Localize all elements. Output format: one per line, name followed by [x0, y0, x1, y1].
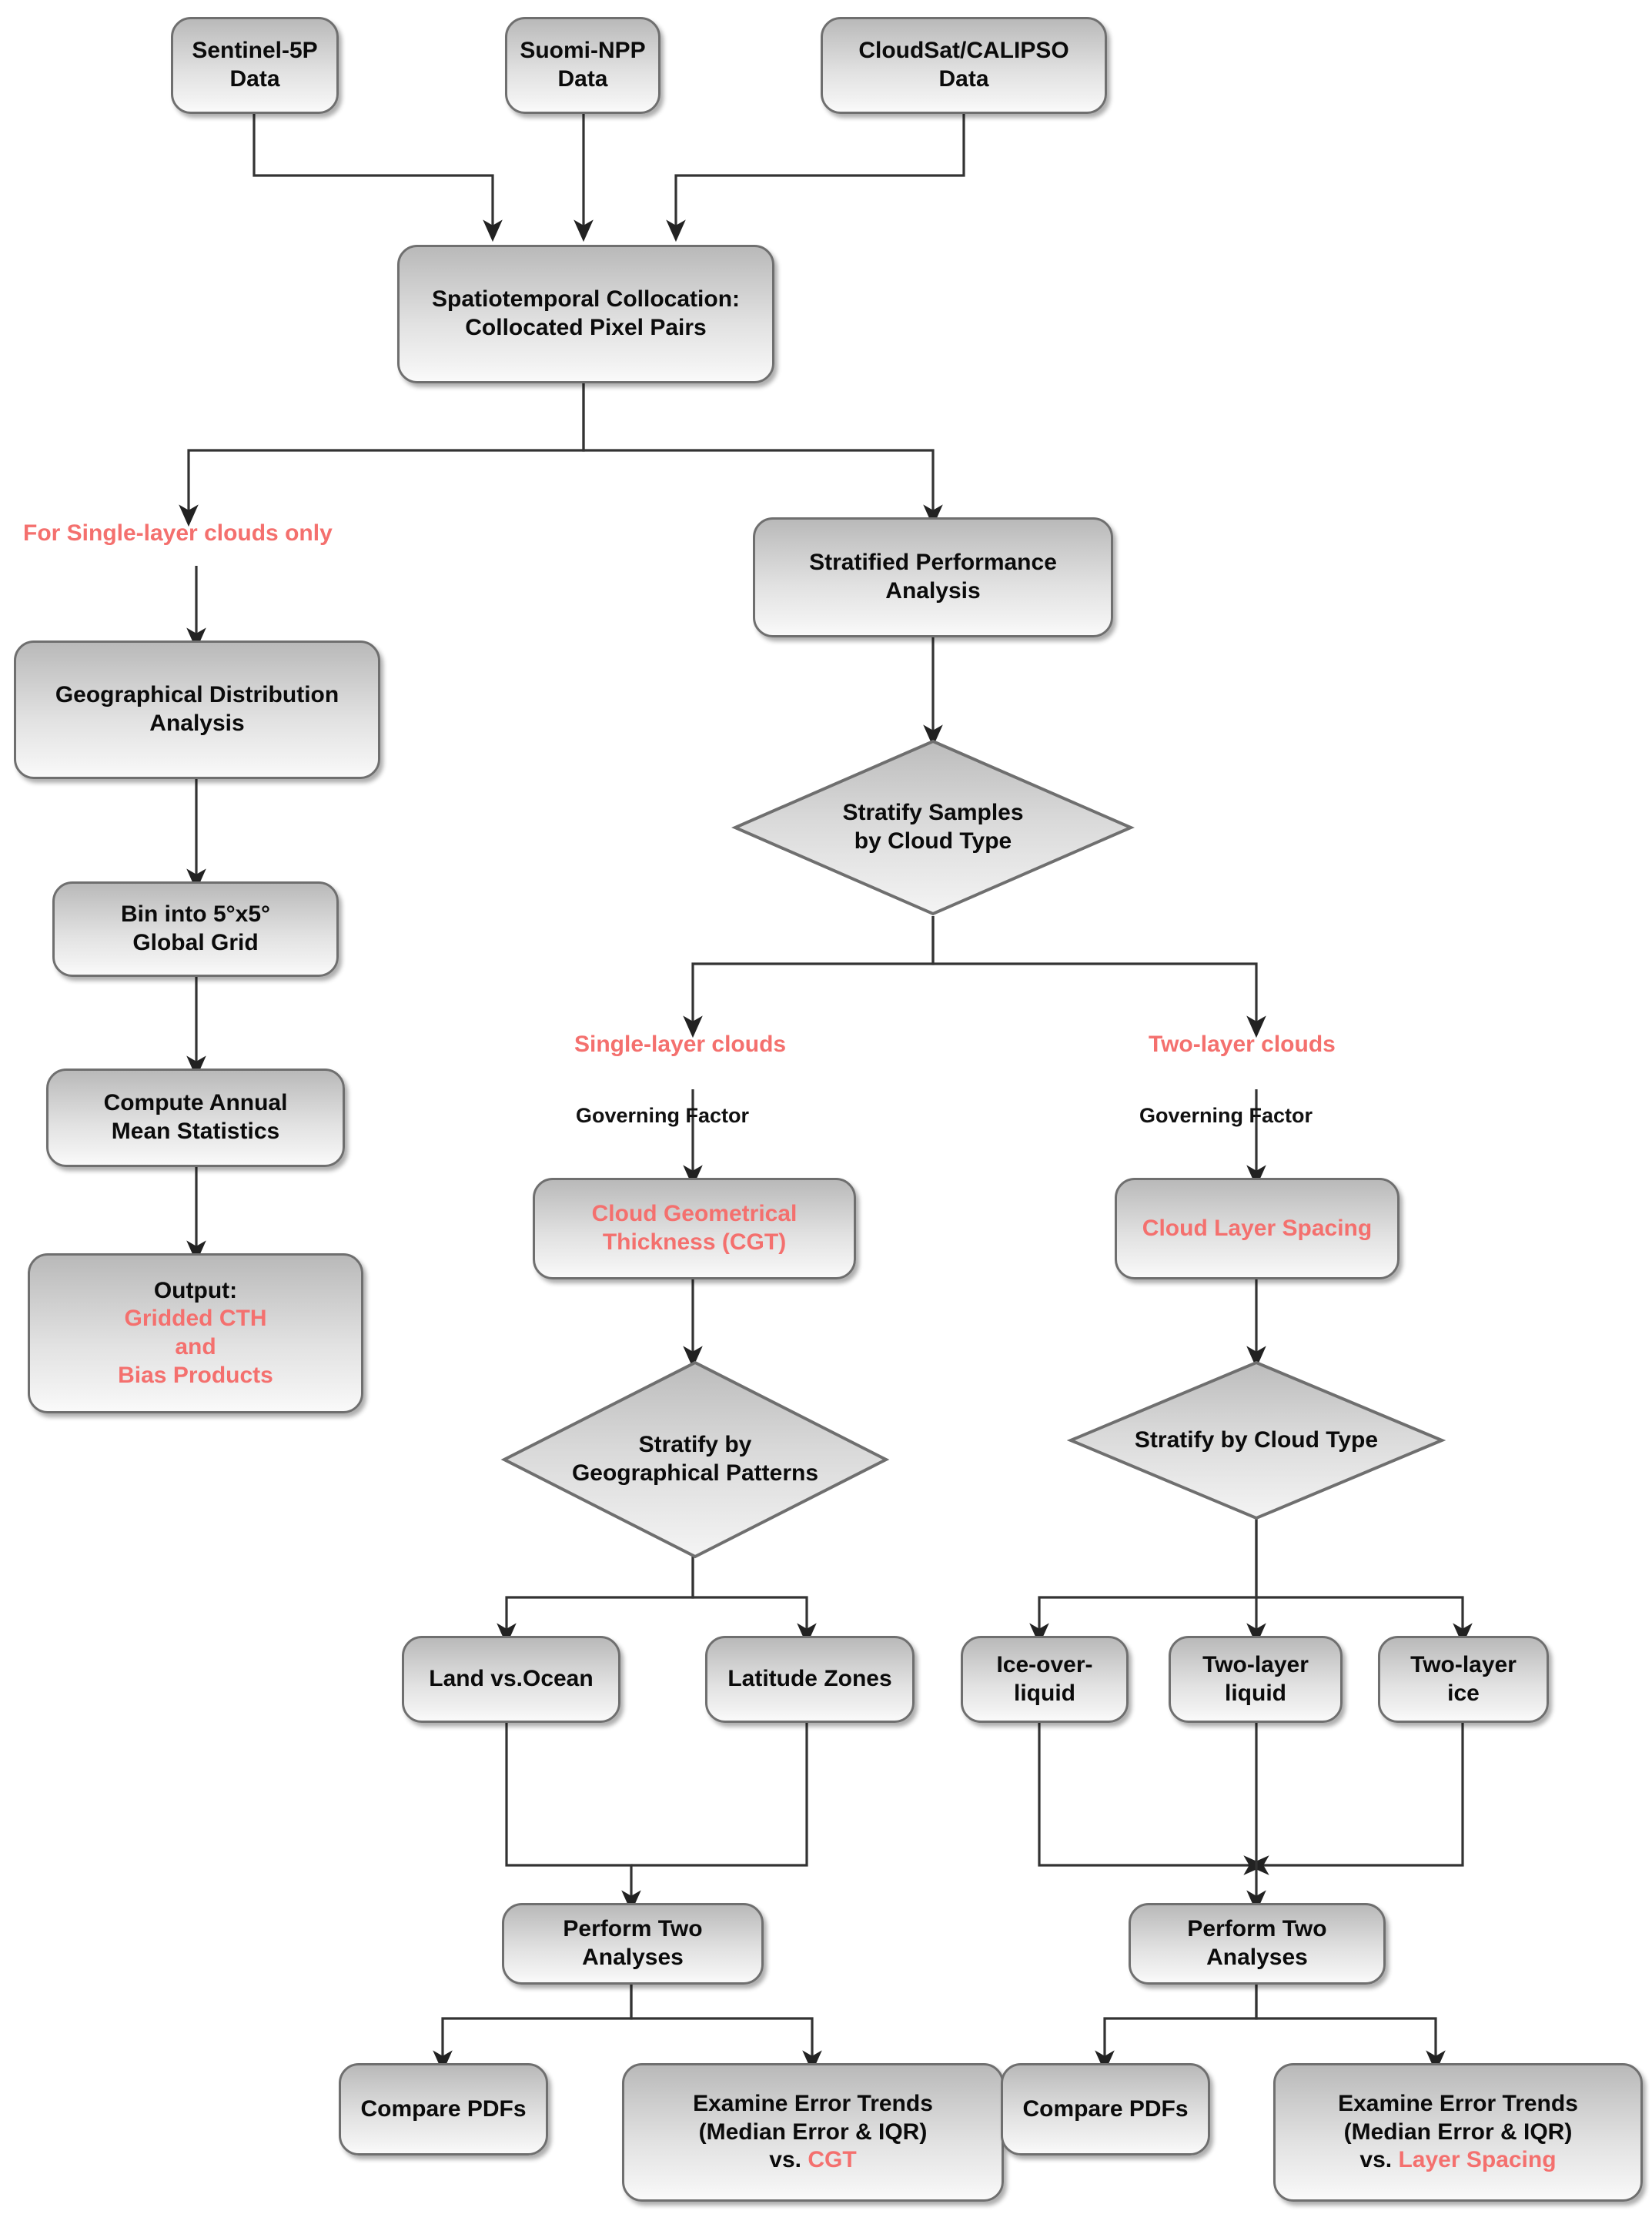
node-collocation-line2: Collocated Pixel Pairs [465, 315, 707, 340]
node-examine-left-line3a: vs. [769, 2147, 808, 2173]
decision-label: Stratify by Geographical Patterns [500, 1359, 890, 1560]
edge-label-single-layer-clouds: Single-layer clouds [574, 1032, 787, 1057]
node-lat-zones-label: Latitude Zones [727, 1666, 892, 1692]
decision-stratify-by-cloud-type[interactable]: Stratify by Cloud Type [1067, 1359, 1446, 1522]
node-latitude-zones[interactable]: Latitude Zones [705, 1636, 915, 1723]
diamond-shape [500, 1360, 890, 1559]
node-twolayer-ice-line2: ice [1447, 1680, 1480, 1706]
diamond-geo-line1: Stratify by [638, 1432, 752, 1458]
node-land-ocean-label: Land vs.Ocean [429, 1666, 594, 1692]
node-geo-dist-line1: Geographical Distribution [55, 682, 339, 708]
node-bin-grid-line1: Bin into 5°x5° [120, 901, 271, 928]
node-annual-mean-line1: Compute Annual [103, 1090, 288, 1116]
node-sentinel-line2: Data [229, 66, 280, 92]
node-examine-error-trends-layer-spacing[interactable]: Examine Error Trends (Median Error & IQR… [1273, 2063, 1643, 2202]
node-perform-right-line2: Analyses [1206, 1945, 1308, 1970]
node-annual-mean-line2: Mean Statistics [111, 1119, 280, 1144]
node-examine-left-line1: Examine Error Trends [693, 2091, 933, 2117]
node-ice-over-liquid[interactable]: Ice-over- liquid [961, 1636, 1129, 1723]
node-output-line3: and [175, 1334, 216, 1360]
node-geographical-distribution-analysis[interactable]: Geographical Distribution Analysis [14, 640, 380, 779]
node-twolayer-liquid-line2: liquid [1225, 1680, 1286, 1706]
node-ice-over-line2: liquid [1014, 1680, 1075, 1706]
node-examine-right-line3a: vs. [1359, 2147, 1399, 2173]
node-collocation-line1: Spatiotemporal Collocation: [431, 286, 741, 313]
node-examine-right-line2: (Median Error & IQR) [1343, 2119, 1573, 2145]
node-cgt-line1: Cloud Geometrical [591, 1201, 798, 1227]
node-compare-pdfs-left-label: Compare PDFs [360, 2095, 527, 2122]
node-geo-dist-line2: Analysis [149, 711, 245, 736]
node-sentinel-line1: Sentinel-5P [192, 38, 318, 64]
node-spacing-line1: Cloud Layer Spacing [1142, 1215, 1373, 1241]
diamond-samples-line2: by Cloud Type [854, 828, 1012, 854]
node-output-line2: Gridded CTH [124, 1306, 267, 1332]
node-perform-two-analyses-right[interactable]: Perform Two Analyses [1129, 1903, 1386, 1985]
node-examine-right-line1: Examine Error Trends [1338, 2091, 1578, 2117]
node-cloudsat-line1: CloudSat/CALIPSO [858, 38, 1069, 64]
node-twolayer-liquid-line1: Two-layer [1202, 1651, 1309, 1677]
diamond-cloudtype-line1: Stratify by Cloud Type [1134, 1426, 1379, 1453]
node-compute-annual-mean-statistics[interactable]: Compute Annual Mean Statistics [46, 1069, 345, 1167]
node-perform-two-analyses-left[interactable]: Perform Two Analyses [502, 1903, 764, 1985]
node-cloudsat-line2: Data [938, 66, 989, 92]
node-bin-grid-line2: Global Grid [132, 930, 259, 955]
node-cloud-layer-spacing[interactable]: Cloud Layer Spacing [1115, 1178, 1400, 1279]
node-cloudsat-calipso-data[interactable]: CloudSat/CALIPSO Data [821, 17, 1107, 114]
diamond-shape [731, 739, 1135, 916]
decision-label: Stratify by Cloud Type [1067, 1359, 1446, 1522]
node-twolayer-ice-line1: Two-layer [1410, 1651, 1517, 1677]
node-spatiotemporal-collocation[interactable]: Spatiotemporal Collocation: Collocated P… [397, 245, 774, 383]
node-bin-into-global-grid[interactable]: Bin into 5°x5° Global Grid [52, 881, 339, 977]
node-two-layer-ice[interactable]: Two-layer ice [1378, 1636, 1549, 1723]
node-compare-pdfs-right[interactable]: Compare PDFs [1001, 2063, 1210, 2155]
node-compare-pdfs-left[interactable]: Compare PDFs [339, 2063, 548, 2155]
node-perform-left-line1: Perform Two [563, 1916, 703, 1942]
node-cgt-line2: Thickness (CGT) [602, 1229, 787, 1255]
diamond-geo-line2: Geographical Patterns [571, 1460, 819, 1486]
edge-label-governing-factor-left: Governing Factor [576, 1104, 750, 1127]
node-ice-over-line1: Ice-over- [996, 1651, 1093, 1677]
node-compare-pdfs-right-label: Compare PDFs [1022, 2095, 1189, 2122]
node-cloud-geometrical-thickness[interactable]: Cloud Geometrical Thickness (CGT) [533, 1178, 856, 1279]
node-sentinel-5p-data[interactable]: Sentinel-5P Data [171, 17, 339, 114]
node-two-layer-liquid[interactable]: Two-layer liquid [1169, 1636, 1343, 1723]
node-output-gridded-cth-bias-products[interactable]: Output: Gridded CTH and Bias Products [28, 1253, 363, 1413]
node-examine-left-line2: (Median Error & IQR) [698, 2119, 928, 2145]
node-suomi-line2: Data [557, 66, 608, 92]
node-strat-perf-line2: Analysis [885, 578, 981, 604]
node-examine-right-line3b: Layer Spacing [1398, 2147, 1557, 2173]
node-perform-left-line2: Analyses [582, 1945, 684, 1970]
node-suomi-npp-data[interactable]: Suomi-NPP Data [505, 17, 660, 114]
diamond-samples-line1: Stratify Samples [842, 800, 1024, 826]
decision-stratify-by-geographical-patterns[interactable]: Stratify by Geographical Patterns [500, 1359, 890, 1560]
node-land-vs-ocean[interactable]: Land vs.Ocean [402, 1636, 620, 1723]
diamond-shape [1067, 1360, 1446, 1520]
node-perform-right-line1: Perform Two [1187, 1916, 1327, 1942]
edge-label-single-layer-only: For Single-layer clouds only [23, 520, 333, 546]
decision-label: Stratify Samples by Cloud Type [731, 737, 1135, 918]
edge-label-two-layer-clouds: Two-layer clouds [1149, 1032, 1336, 1057]
node-examine-error-trends-cgt[interactable]: Examine Error Trends (Median Error & IQR… [622, 2063, 1004, 2202]
node-suomi-line1: Suomi-NPP [520, 38, 646, 64]
node-strat-perf-line1: Stratified Performance [809, 550, 1057, 576]
node-examine-left-line3b: CGT [808, 2147, 857, 2173]
node-output-line4: Bias Products [118, 1362, 273, 1388]
node-stratified-performance-analysis[interactable]: Stratified Performance Analysis [753, 517, 1113, 637]
decision-stratify-samples-by-cloud-type[interactable]: Stratify Samples by Cloud Type [731, 737, 1135, 918]
node-output-line1: Output: [153, 1277, 238, 1303]
edge-label-governing-factor-right: Governing Factor [1139, 1104, 1313, 1127]
